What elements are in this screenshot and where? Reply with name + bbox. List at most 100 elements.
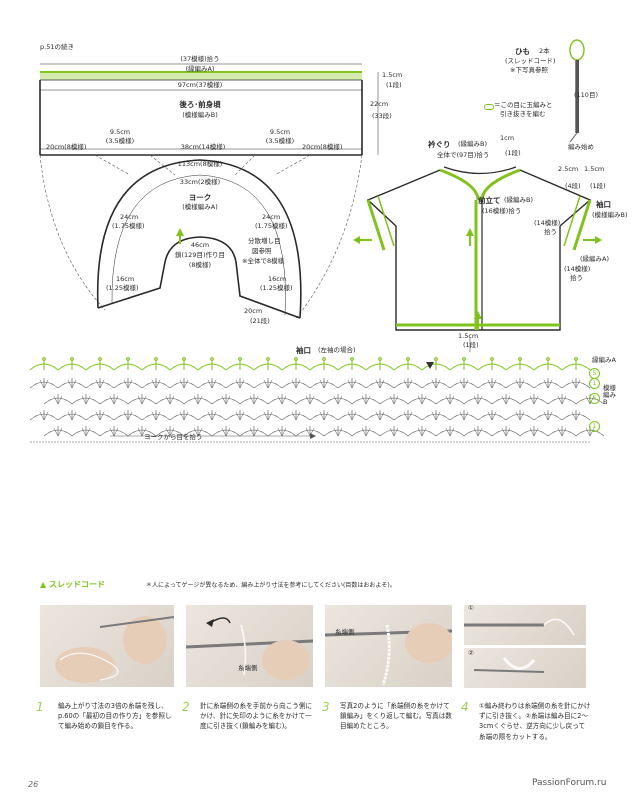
yoke-left-24: 24cm	[120, 213, 139, 221]
fan-stitch	[477, 395, 483, 405]
fan-stitch	[319, 411, 325, 421]
fan-stitch	[43, 379, 49, 389]
fan-stitch	[529, 395, 535, 405]
fan-stitch	[179, 411, 185, 421]
yoke-bottom-rows: (21段)	[250, 317, 270, 325]
fan-stitch	[431, 379, 437, 389]
cord-drawing	[569, 39, 585, 143]
yoke-right-24p: (1.75模様)	[255, 222, 288, 230]
hook-loop-illustration	[186, 617, 313, 680]
fan-stitch	[393, 395, 399, 405]
chart-edge-label: 縁編みA	[592, 356, 616, 364]
fan-stitch	[323, 411, 329, 421]
cuff-cm-1: 2.5cm	[558, 165, 579, 173]
cord-title: ひも	[515, 47, 530, 56]
fan-stitch	[211, 411, 217, 421]
fan-stitch	[155, 379, 161, 389]
fan-stitch	[515, 411, 521, 421]
fan-stitch	[43, 411, 49, 421]
fan-stitch	[291, 411, 297, 421]
step-photo-3: 糸端側	[325, 605, 452, 687]
yoke-left-16: 16cm	[116, 275, 135, 283]
fan-stitch	[295, 379, 301, 389]
fan-stitch	[435, 379, 441, 389]
fan-stitch	[109, 395, 115, 405]
fan-stitch	[389, 395, 395, 405]
fan-stitch	[403, 379, 409, 389]
right-neck-pattern: (3.5模様)	[265, 137, 295, 145]
front-band-pick: (16模様)拾う	[482, 207, 522, 215]
yoke-note-1: 分散増し目	[248, 237, 281, 245]
fan-stitch	[487, 411, 493, 421]
fan-stitch	[347, 411, 353, 421]
fan-stitch	[557, 427, 563, 437]
step-4-text: ①編み終わりは糸端側の糸を針にかけずに引き抜く。②糸端は編み目に2〜3cmくぐら…	[479, 702, 591, 741]
fan-stitch	[323, 379, 329, 389]
fan-stitch	[449, 395, 455, 405]
cuff-cm-2: 1.5cm	[584, 165, 605, 173]
fan-stitch	[445, 427, 451, 437]
fan-stitch	[575, 379, 581, 389]
continued-note: p.51の続き	[40, 43, 74, 51]
cuff-pick-left: (14模様)	[534, 219, 561, 227]
fan-stitch	[529, 427, 535, 437]
fan-stitch	[421, 395, 427, 405]
fan-stitch	[127, 379, 133, 389]
fan-stitch	[375, 379, 381, 389]
finish-illustration-2	[473, 657, 545, 673]
start-marker	[426, 362, 434, 369]
fan-stitch	[561, 395, 567, 405]
fan-stitch	[197, 427, 203, 437]
fan-stitch	[193, 395, 199, 405]
step-photo-4a	[464, 605, 586, 645]
picot	[322, 357, 326, 361]
fan-stitch	[197, 395, 203, 405]
fan-stitch	[473, 427, 479, 437]
center-width: 38cm(14模様)	[180, 143, 226, 151]
fan-stitch	[249, 427, 255, 437]
step-3-text: 写真2のように「糸端側の糸をかけて鎖編み」をくり返して編む。写真は数目編めたとこ…	[340, 702, 452, 731]
fan-stitch	[477, 427, 483, 437]
fan-stitch	[71, 411, 77, 421]
collar-rows: (1段)	[505, 149, 521, 157]
picot	[182, 357, 186, 361]
picot	[126, 357, 130, 361]
fan-stitch	[547, 379, 553, 389]
fan-stitch	[281, 395, 287, 405]
fan-stitch	[235, 411, 241, 421]
fan-stitch	[533, 427, 539, 437]
front-band-title: 前立て	[478, 196, 501, 205]
fan-stitch	[561, 427, 567, 437]
body-yoke-lines	[39, 63, 379, 321]
cord-start: 編み始め	[568, 143, 594, 151]
fan-stitch	[417, 427, 423, 437]
yoke-pattern: (模様編みA)	[182, 203, 218, 211]
page-number: 26	[28, 780, 39, 789]
fan-stitch	[491, 379, 497, 389]
cuff-pick-left-2: 拾う	[544, 228, 557, 236]
picot	[462, 357, 466, 361]
right-edge-cm: 1.5cm	[382, 71, 403, 79]
fan-stitch	[249, 395, 255, 405]
triangle-icon: ▲	[40, 580, 47, 589]
fan-stitch	[281, 427, 287, 437]
fan-stitch	[295, 411, 301, 421]
fan-stitch	[225, 427, 231, 437]
fan-stitch	[85, 427, 91, 437]
cord-legend-2: 引き抜きを編む	[500, 110, 546, 118]
fan-stitch	[445, 395, 451, 405]
fan-stitch	[263, 411, 269, 421]
fan-stitch	[435, 411, 441, 421]
step-photo-2: 糸端側	[186, 605, 313, 687]
step-2-label: 糸端側	[238, 664, 258, 672]
fan-stitch	[557, 395, 563, 405]
picot	[238, 357, 242, 361]
step-2-number: 2	[182, 700, 190, 714]
finish-illustration-1	[464, 618, 575, 636]
fan-stitch	[137, 427, 143, 437]
cord-note: ※下写真参照	[510, 66, 548, 74]
fan-stitch	[113, 427, 119, 437]
picot	[406, 357, 410, 361]
fan-stitch	[365, 395, 371, 405]
yoke-right-24: 24cm	[262, 213, 281, 221]
